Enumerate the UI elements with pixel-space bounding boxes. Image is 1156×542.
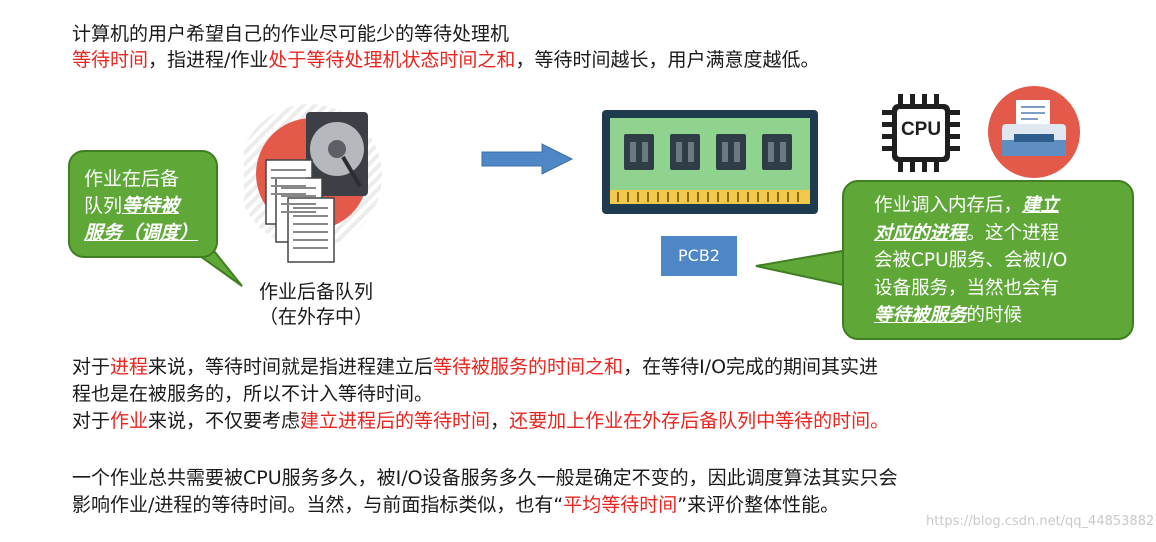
- p3-avg-wait: 平均等待时间: [563, 494, 678, 516]
- left-speech-bubble: 作业在后备 队列等待被 服务（调度）: [68, 150, 218, 258]
- cpu-chip-icon: [882, 94, 960, 172]
- right-bubble-l1: 作业调入内存后，: [874, 195, 1023, 216]
- p2-e: ，: [490, 410, 510, 432]
- left-bubble-line1: 作业在后备: [84, 168, 180, 190]
- left-bubble-line2: 队列: [84, 195, 123, 217]
- p2-a: 对于: [72, 410, 111, 432]
- queue-caption: 作业后备队列 （在外存中）: [236, 280, 396, 330]
- right-bubble-tail: [755, 248, 849, 288]
- pcb-label: PCB2: [661, 236, 737, 276]
- memory-module-icon: [602, 110, 818, 214]
- right-bubble-l5: 的时候: [966, 305, 1023, 326]
- right-speech-bubble: 作业调入内存后，建立 对应的进程。这个进程 会被CPU服务、会被I/O 设备服务…: [842, 180, 1134, 340]
- left-bubble-emph1: 等待被: [122, 195, 180, 217]
- right-bubble-l3: 会被CPU服务、会被I/O: [874, 250, 1068, 271]
- hard-disk-icon: [306, 112, 368, 196]
- right-bubble-emph1: 建立: [1022, 195, 1060, 216]
- right-arrow-icon: [481, 143, 574, 175]
- left-bubble-emph2: 服务（调度）: [84, 222, 199, 244]
- p1-line2: 程也是在被服务的，所以不计入等待时间。: [72, 383, 434, 405]
- job-para: 对于作业来说，不仅要考虑建立进程后的等待时间，还要加上作业在外存后备队列中等待的…: [72, 409, 889, 433]
- backup-queue-illustration: [244, 104, 382, 263]
- process-para-line1: 对于进程来说，等待时间就是指进程建立后等待被服务的时间之和，在等待I/O完成的期…: [72, 355, 878, 379]
- summary-line2: 影响作业/进程的等待时间。当然，与前面指标类似，也有“平均等待时间”来评价整体性…: [72, 493, 839, 517]
- term-waiting-time: 等待时间: [72, 49, 149, 71]
- p3-a: 影响作业/进程的等待时间。当然，与前面指标类似，也有“: [72, 494, 564, 516]
- summary-line1: 一个作业总共需要被CPU服务多久，被I/O设备服务多久一般是确定不变的，因此调度…: [72, 466, 898, 490]
- intro-text: 计算机的用户希望自己的作业尽可能少的等待处理机: [72, 23, 510, 45]
- p1-e: ，在等待I/O完成的期间其实进: [623, 356, 879, 378]
- p1-highlight: 等待被服务的时间之和: [433, 356, 624, 378]
- document-stack-icon: [265, 159, 335, 263]
- p2-job: 作业: [110, 410, 149, 432]
- right-bubble-l2: 。这个进程: [966, 222, 1060, 244]
- queue-caption-line2: （在外存中）: [258, 306, 373, 328]
- definition-highlight: 处于等待处理机状态时间之和: [268, 49, 516, 71]
- right-bubble-l4: 设备服务，当然也会有: [874, 277, 1060, 299]
- right-bubble-emph2: 对应的进程: [874, 222, 967, 244]
- p1-c: 来说，等待时间就是指进程建立后: [148, 356, 434, 378]
- definition-line: 等待时间，指进程/作业处于等待处理机状态时间之和，等待时间越长，用户满意度越低。: [72, 48, 819, 72]
- right-bubble-emph3: 等待被服务: [874, 305, 967, 326]
- queue-caption-line1: 作业后备队列: [258, 281, 373, 303]
- definition-text-2: ，等待时间越长，用户满意度越低。: [515, 49, 820, 71]
- p1-process: 进程: [110, 356, 149, 378]
- cpu-label: CPU: [900, 119, 942, 140]
- intro-line: 计算机的用户希望自己的作业尽可能少的等待处理机: [72, 22, 509, 46]
- p1-a: 对于: [72, 356, 111, 378]
- watermark: https://blog.csdn.net/qq_44853882: [926, 514, 1155, 529]
- p3-c: ”来评价整体性能。: [677, 494, 840, 516]
- p2-c: 来说，不仅要考虑: [148, 410, 301, 432]
- process-para-line2: 程也是在被服务的，所以不计入等待时间。: [72, 382, 433, 406]
- p3-line1: 一个作业总共需要被CPU服务多久，被I/O设备服务多久一般是确定不变的，因此调度…: [72, 467, 898, 489]
- p2-highlight2: 还要加上作业在外存后备队列中等待的时间。: [509, 410, 890, 432]
- p2-highlight1: 建立进程后的等待时间: [300, 410, 491, 432]
- definition-text-1: ，指进程/作业: [148, 49, 269, 71]
- printer-icon: [988, 86, 1080, 178]
